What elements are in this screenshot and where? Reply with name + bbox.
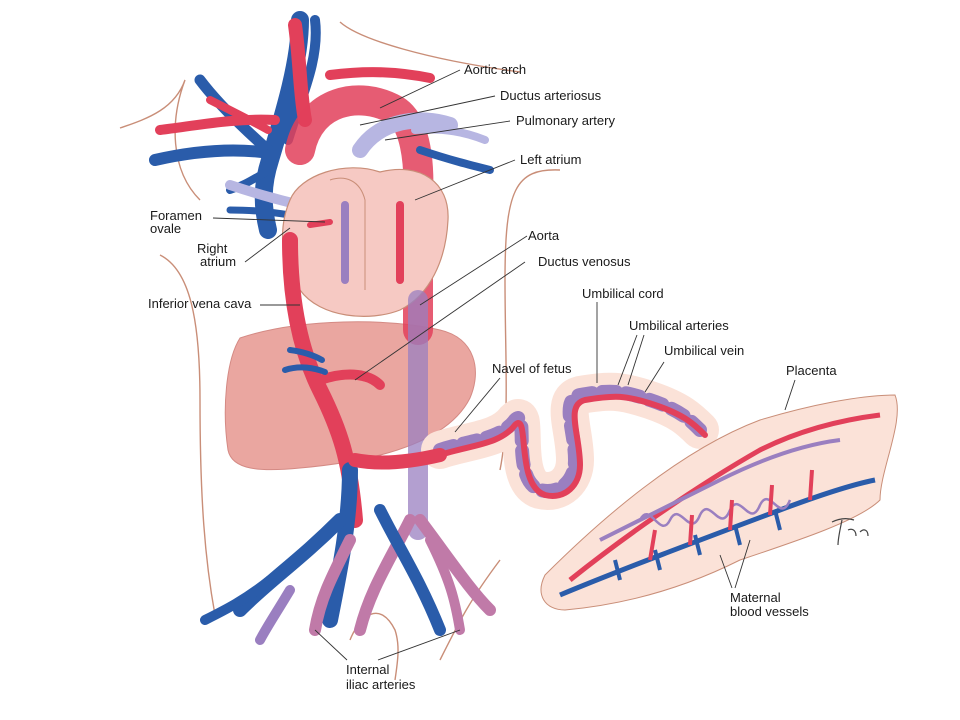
label-aorta: Aorta [528, 228, 560, 243]
label-ductus-arteriosus: Ductus arteriosus [500, 88, 602, 103]
label-placenta: Placenta [786, 363, 837, 378]
label-foramen-ovale-1: Foramen [150, 208, 203, 223]
label-inferior-vena-cava: Inferior vena cava [148, 296, 252, 311]
label-umbilical-cord: Umbilical cord [582, 286, 664, 301]
label-maternal-2: blood vessels [730, 604, 809, 619]
label-navel-of-fetus: Navel of fetus [492, 361, 572, 376]
label-umbilical-vein: Umbilical vein [664, 343, 745, 358]
label-pulmonary-artery: Pulmonary artery [516, 113, 615, 128]
label-umbilical-arteries: Umbilical arteries [629, 318, 729, 333]
heart [281, 167, 449, 317]
label-ductus-venosus: Ductus venosus [538, 254, 631, 269]
label-internal-iliac-1: Internal [346, 662, 390, 677]
label-aortic-arch: Aortic arch [464, 62, 527, 77]
body-outline [119, 21, 561, 661]
label-internal-iliac-2: iliac arteries [346, 677, 416, 692]
label-foramen-ovale-2: ovale [150, 221, 182, 236]
artist-signature [831, 518, 869, 546]
iliac-vessels [200, 504, 496, 645]
umbilical-cord [348, 372, 719, 510]
label-right-atrium-1: Right [197, 241, 228, 256]
label-left-atrium: Left atrium [520, 152, 582, 167]
leader-lines [212, 69, 796, 661]
placenta [540, 394, 898, 611]
label-maternal-1: Maternal [730, 590, 781, 605]
label-right-atrium-2: atrium [200, 254, 237, 269]
